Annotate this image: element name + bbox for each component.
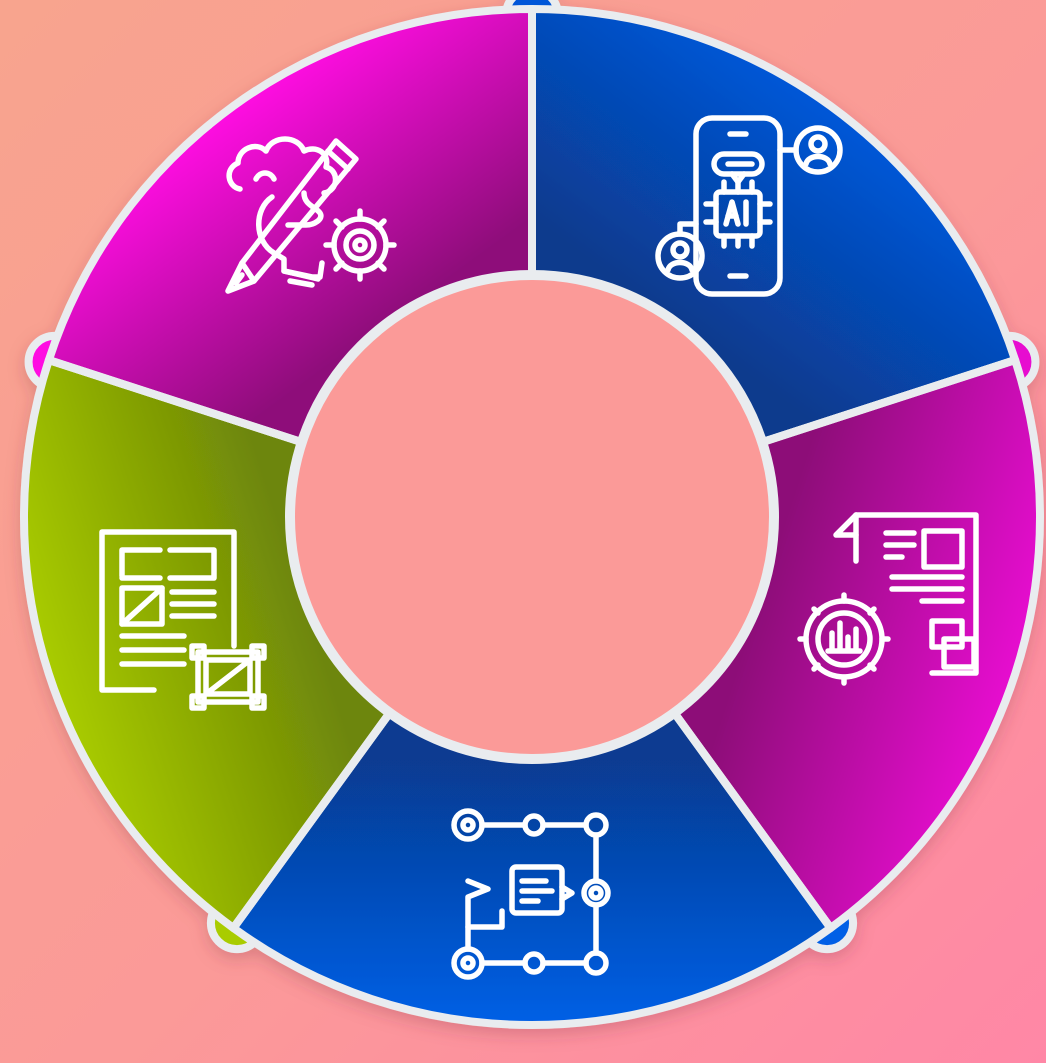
center-circle — [285, 270, 779, 764]
ai-mobile-chat-icon — [655, 115, 843, 297]
document-gear-analytics-icon — [797, 512, 979, 686]
segment-divider — [47, 356, 304, 447]
segment-divider — [760, 356, 1017, 447]
creative-ideas-icon — [225, 136, 397, 294]
workflow-roadmap-icon — [451, 808, 611, 980]
segment-divider — [230, 710, 393, 931]
wireframe-layout-icon — [99, 529, 267, 711]
segment-divider — [671, 710, 834, 931]
